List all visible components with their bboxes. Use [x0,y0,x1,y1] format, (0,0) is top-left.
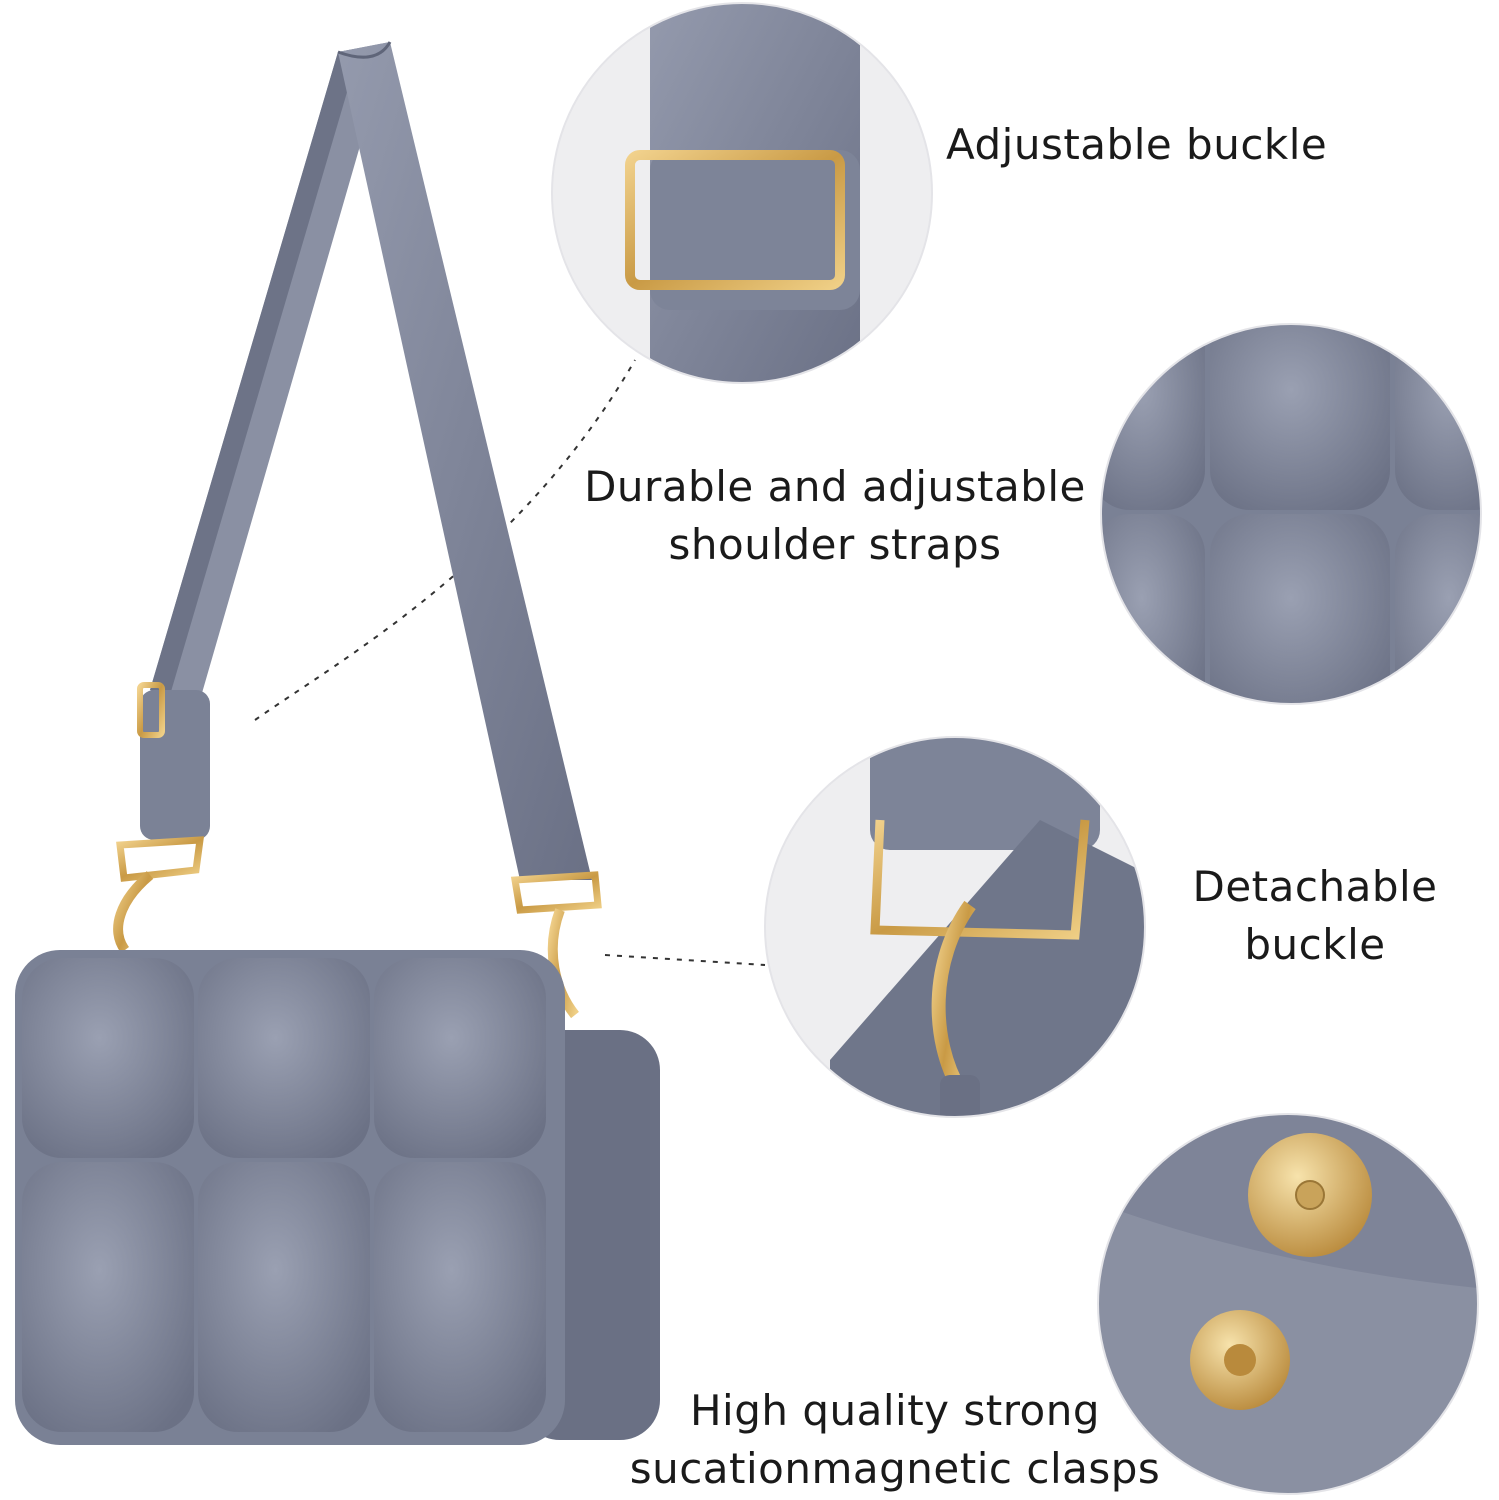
strap-lower-left [140,690,210,840]
label-clasps-line1: High quality strong [689,1386,1101,1435]
hook-left [116,836,205,882]
zoom-circle-fabric [1101,324,1481,704]
label-magnetic-clasps: High quality strong sucationmagnetic cla… [600,1382,1190,1498]
connector-strap-line [254,359,636,721]
label-detachable-buckle: Detachable buckle [1170,858,1460,974]
label-adjustable-buckle: Adjustable buckle [946,120,1328,169]
strap-fold [337,41,392,59]
bag-quilt-panels [22,958,546,1432]
strap-right [338,42,592,880]
hook-right [510,871,602,914]
zoom-circle-detachable [765,737,1145,1117]
connector-clasp-line [604,954,766,966]
zoom-circle-clasps [1098,1114,1478,1494]
label-detachable-line2: buckle [1244,920,1386,969]
zoom-circle-buckle [552,3,932,383]
clip-left [113,871,154,953]
label-shoulder-straps: Durable and adjustable shoulder straps [570,458,1100,574]
label-shoulder-straps-line1: Durable and adjustable [584,462,1086,511]
strap-buckle-left [137,682,165,738]
label-detachable-line1: Detachable [1192,862,1438,911]
strap-left-shade [150,48,360,695]
label-shoulder-straps-line2: shoulder straps [668,520,1002,569]
label-clasps-line2: sucationmagnetic clasps [629,1444,1161,1493]
